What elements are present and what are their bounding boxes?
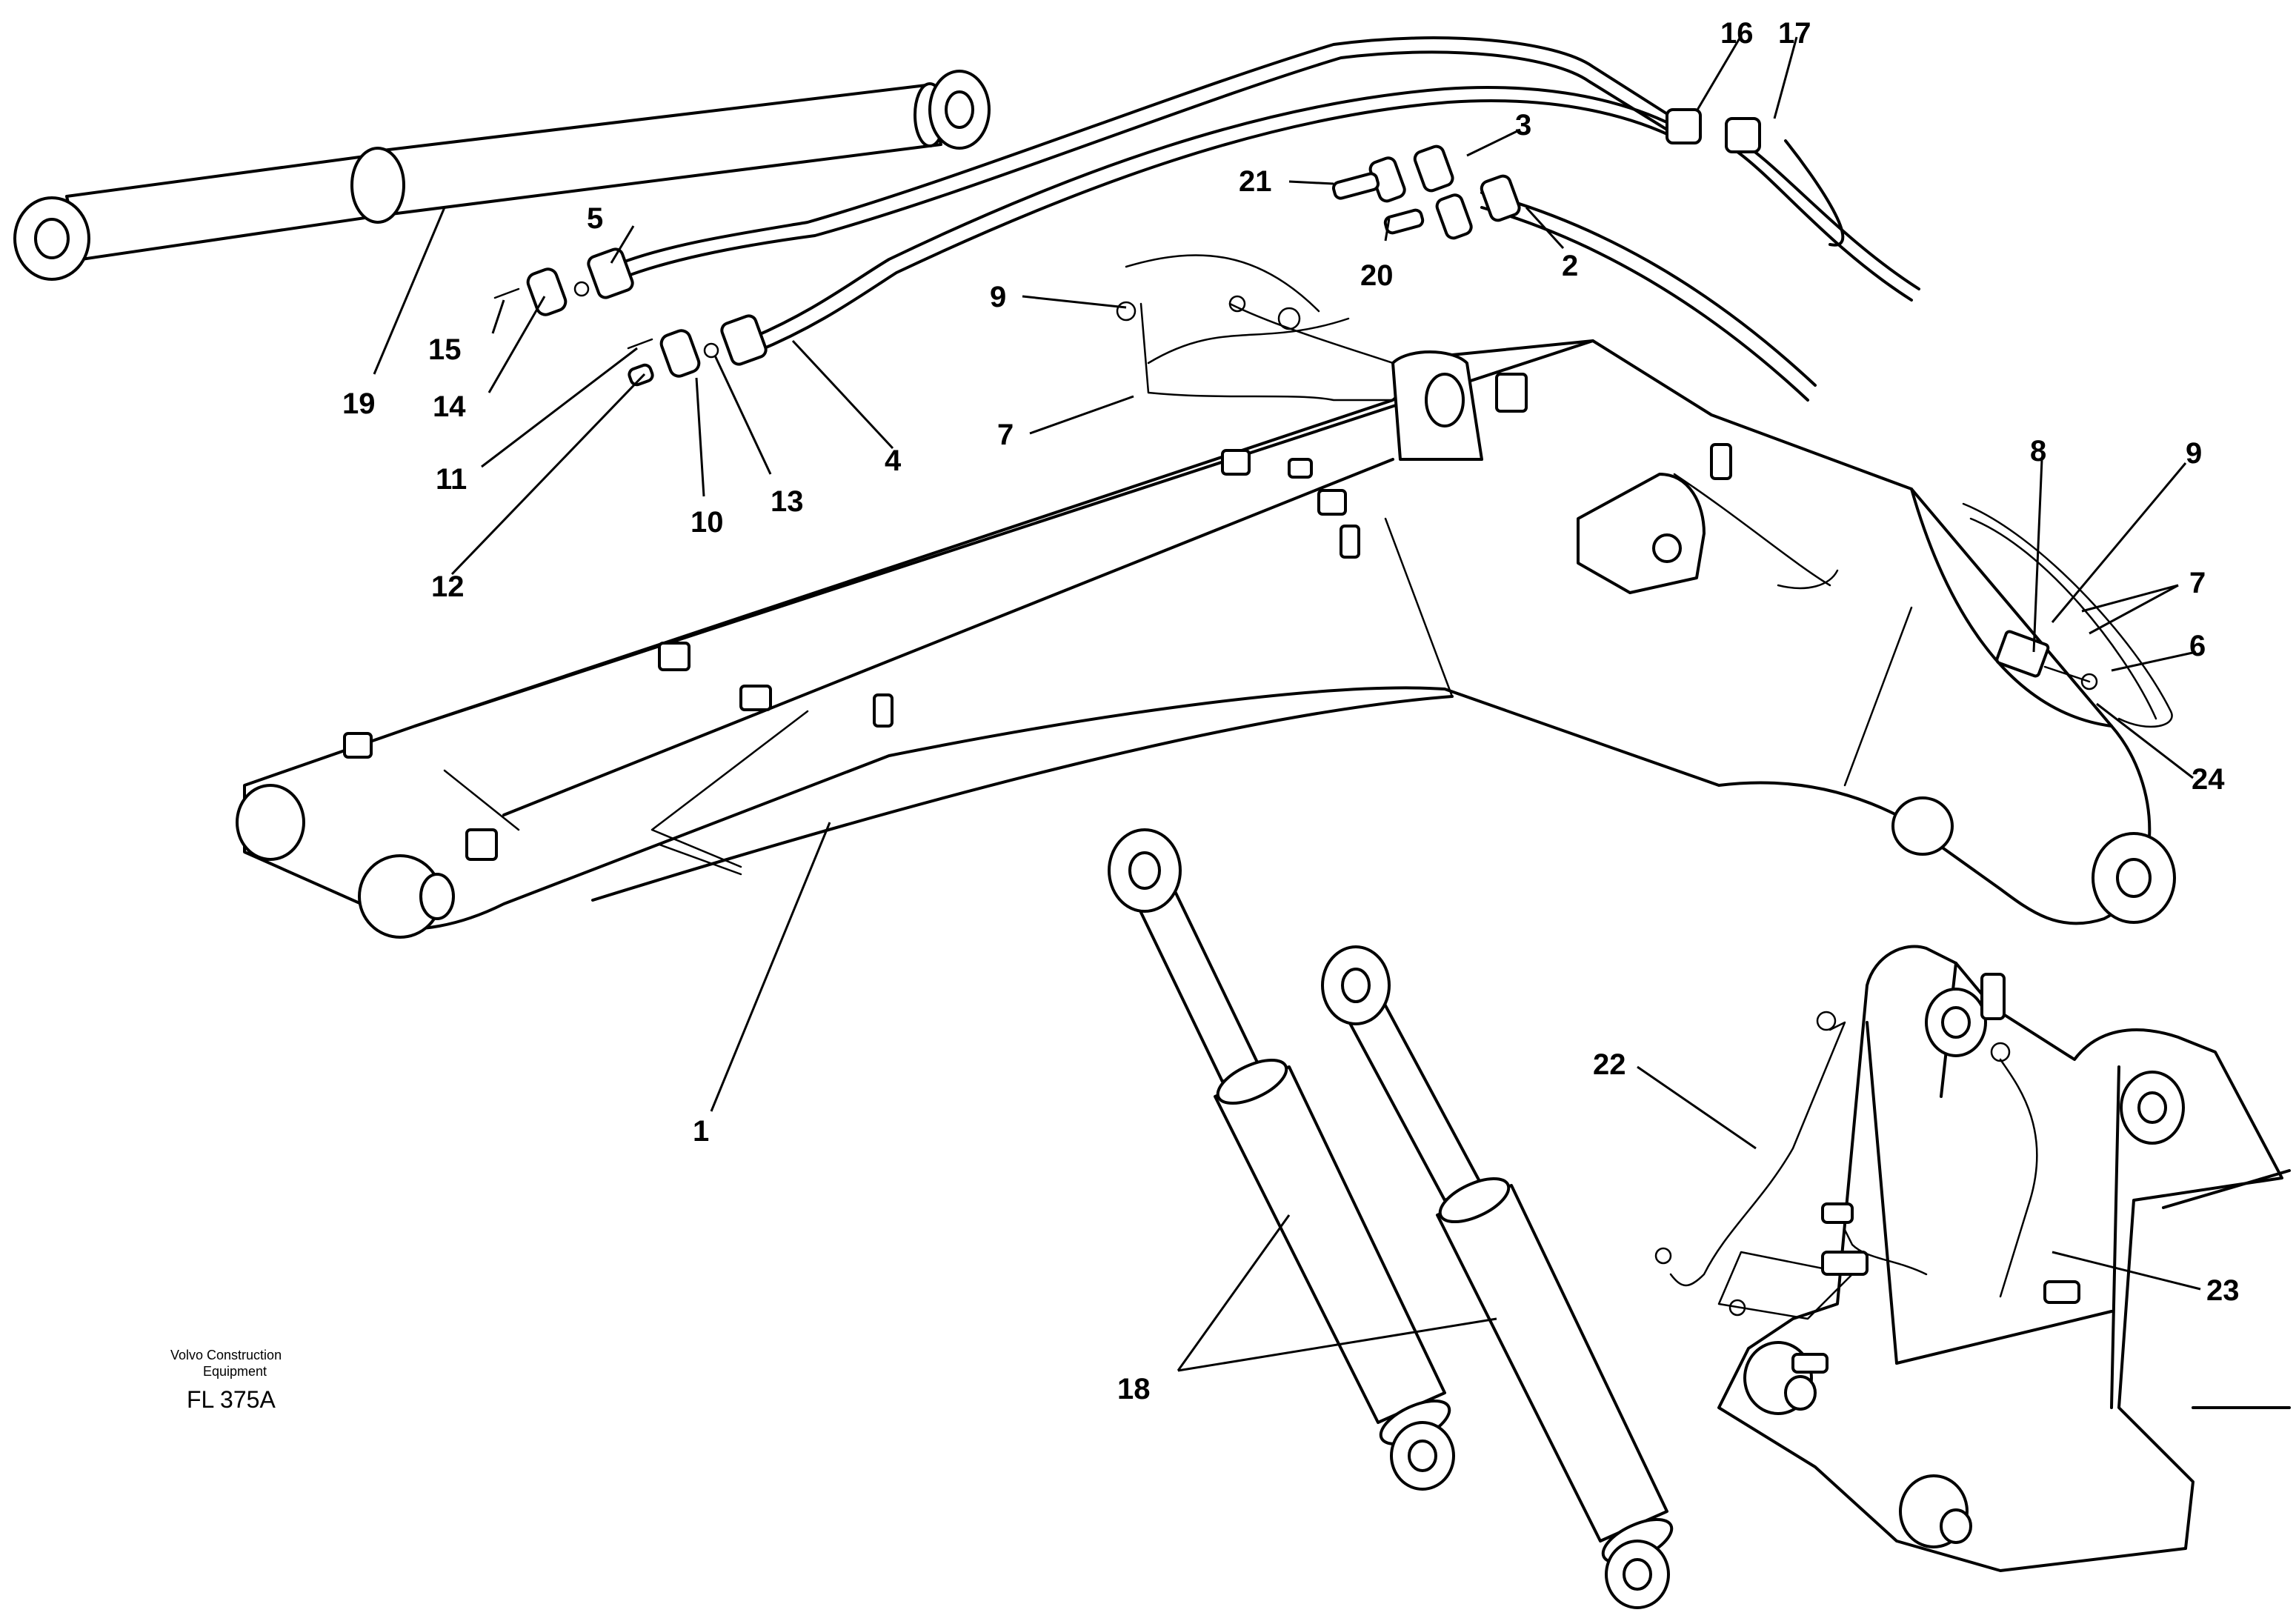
callout-12: 12 [431,570,465,603]
callout-4: 4 [885,445,902,477]
flange-parts-left [493,247,768,387]
callout-1: 1 [693,1115,709,1148]
callout-21: 21 [1239,165,1272,198]
callout-11: 11 [436,463,467,496]
callout-22: 22 [1593,1048,1626,1081]
maker-line-1: Volvo Construction [170,1348,282,1362]
callouts: 1 2 3 4 5 6 7 7 8 9 9 10 11 12 13 14 15 … [342,17,2240,1405]
leader-lines [373,36,2201,1372]
arm-cylinders-part-18 [1108,828,1674,1609]
callout-9-left: 9 [990,281,1006,313]
callout-13: 13 [771,485,804,518]
figure-footer: Volvo Construction Equipment FL 375A [170,1348,282,1413]
maker-line-2: Equipment [203,1364,267,1379]
callout-16: 16 [1720,17,1754,50]
callout-8: 8 [2030,435,2046,467]
callout-17: 17 [1778,17,1811,50]
callout-7-left: 7 [997,419,1014,451]
callout-24: 24 [2192,763,2225,796]
boom-hydraulic-tubes [613,36,1920,402]
hose-clamps [343,373,2050,861]
callout-9-right: 9 [2186,437,2202,470]
callout-20: 20 [1360,259,1394,292]
callout-14: 14 [433,390,466,423]
callout-18: 18 [1117,1373,1151,1405]
callout-6: 6 [2189,630,2206,662]
callout-19: 19 [342,387,376,420]
callout-7-right: 7 [2189,567,2206,599]
boom-foot-bracket [1654,945,2291,1572]
callout-3: 3 [1515,109,1531,142]
flange-parts-right [1331,108,1761,240]
callout-15: 15 [428,333,462,366]
grease-lines [1116,254,2173,728]
figure-code: FL 375A [187,1386,276,1413]
callout-5: 5 [587,202,603,235]
boom-cylinder-part-19 [13,70,991,281]
callout-23: 23 [2206,1274,2240,1307]
callout-2: 2 [1562,250,1578,282]
callout-10: 10 [691,506,724,539]
